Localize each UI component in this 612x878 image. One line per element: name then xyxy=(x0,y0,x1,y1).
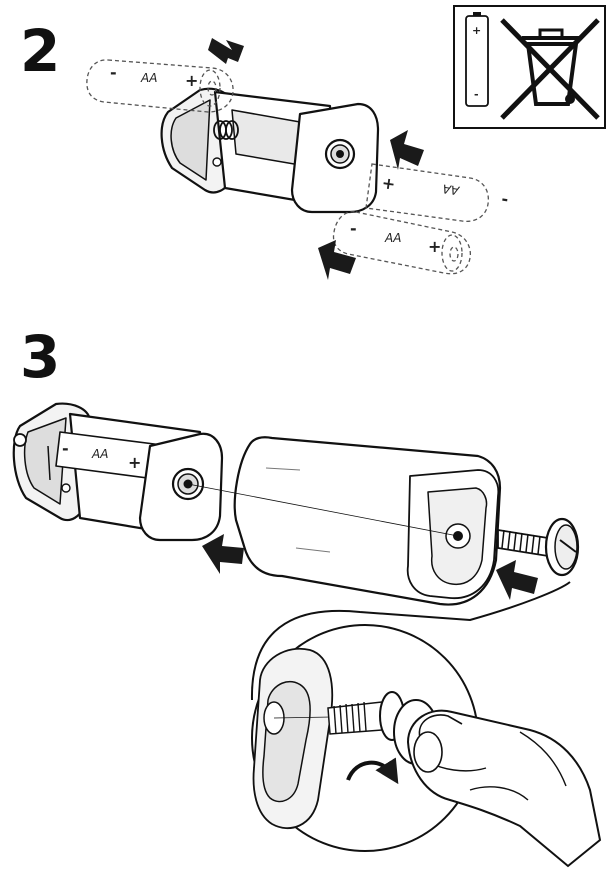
battery-top-minus: - xyxy=(110,63,117,82)
battery-mid-minus: - xyxy=(500,191,509,211)
insert-arrow-top xyxy=(208,38,244,64)
zoom-callout xyxy=(250,581,602,868)
battery-low-minus: - xyxy=(350,219,357,238)
battery-holder-step3 xyxy=(12,402,224,542)
battery-step3-minus: - xyxy=(62,439,69,458)
battery-top-plus: + xyxy=(185,71,198,90)
thumb-screw xyxy=(497,517,580,577)
battery-mid-step2 xyxy=(365,163,490,222)
step-number-2: 2 xyxy=(20,17,61,85)
battery-step3-label: AA xyxy=(91,447,108,461)
battery-top-step2 xyxy=(86,59,234,113)
alignment-line xyxy=(187,483,459,537)
battery-mid-plus: + xyxy=(380,174,396,195)
crossed-bin-icon xyxy=(500,18,600,120)
insert-arrow-mid xyxy=(390,130,424,170)
battery-low-plus: + xyxy=(428,237,441,256)
slide-arrow-left xyxy=(202,534,244,574)
battery-top-label: AA xyxy=(140,71,157,85)
battery-low-step2 xyxy=(332,211,472,275)
battery-step3-plus: + xyxy=(128,453,141,472)
battery-disposal-warning: + - xyxy=(453,5,606,129)
battery-holder-step2 xyxy=(160,87,380,214)
insert-arrow-low xyxy=(318,240,356,280)
battery-icon xyxy=(465,12,489,107)
battery-icon-minus: - xyxy=(474,88,479,101)
step-number-3: 3 xyxy=(20,323,61,391)
screw-arrow xyxy=(496,560,538,600)
battery-low-label: AA xyxy=(384,231,401,245)
battery-icon-plus: + xyxy=(472,24,481,37)
cover-sleeve xyxy=(233,436,502,606)
battery-mid-label: AA xyxy=(442,182,461,198)
